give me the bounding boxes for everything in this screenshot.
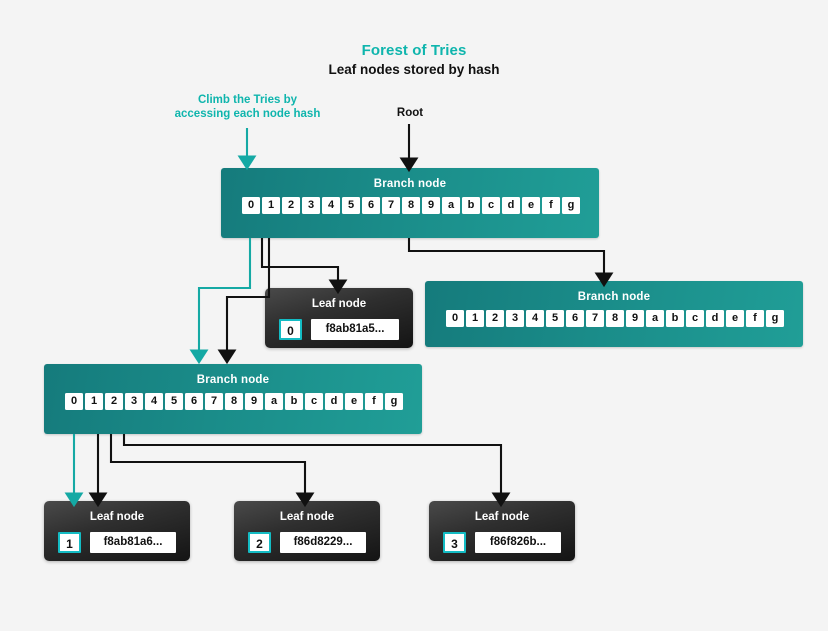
branch-cell[interactable]: b [666,310,684,327]
annotation-root-line1: Root [396,107,424,119]
leaf-node-top-index[interactable]: 0 [279,319,302,340]
branch-cell[interactable]: g [562,197,580,214]
branch-node-left-cells: 0 1 2 3 4 5 6 7 8 9 a b c d e f g [44,393,422,410]
wire-root0-to-left-branch [189,238,252,365]
branch-cell[interactable]: 7 [382,197,400,214]
branch-cell[interactable]: 9 [626,310,644,327]
leaf-node-1[interactable]: Leaf node 1 f8ab81a6... [44,501,190,561]
branch-node-root-cells: 0 1 2 3 4 5 6 7 8 9 a b c d e f g [221,197,599,214]
leaf-node-top-label: Leaf node [311,298,367,310]
branch-cell[interactable]: c [686,310,704,327]
branch-cell[interactable]: 4 [145,393,163,410]
leaf-node-2-hash[interactable]: f86d8229... [280,532,366,553]
branch-node-right-cells: 0 1 2 3 4 5 6 7 8 9 a b c d e f g [425,310,803,327]
leaf-node-2-index[interactable]: 2 [248,532,271,553]
leaf-node-top-hash[interactable]: f8ab81a5... [311,319,399,340]
wire-root1-to-left-branch [217,238,271,365]
branch-cell[interactable]: 1 [85,393,103,410]
branch-node-left-label: Branch node [196,374,270,386]
page-subtitle: Leaf nodes stored by hash [328,62,500,77]
branch-cell[interactable]: e [345,393,363,410]
leaf-node-top[interactable]: Leaf node 0 f8ab81a5... [265,288,413,348]
branch-cell[interactable]: g [766,310,784,327]
branch-cell[interactable]: e [522,197,540,214]
branch-cell[interactable]: a [442,197,460,214]
branch-cell[interactable]: 6 [185,393,203,410]
branch-node-root[interactable]: Branch node 0 1 2 3 4 5 6 7 8 9 a b c d … [221,168,599,238]
branch-cell[interactable]: 0 [242,197,260,214]
branch-cell[interactable]: d [502,197,520,214]
branch-cell[interactable]: c [482,197,500,214]
branch-cell[interactable]: a [646,310,664,327]
branch-cell[interactable]: g [385,393,403,410]
branch-cell[interactable]: 1 [466,310,484,327]
leaf-node-1-index[interactable]: 1 [58,532,81,553]
branch-cell[interactable]: 2 [282,197,300,214]
annotation-climb-line1: Climb the Tries by [197,94,298,106]
branch-cell[interactable]: c [305,393,323,410]
branch-cell[interactable]: 4 [526,310,544,327]
branch-cell[interactable]: 5 [546,310,564,327]
branch-cell[interactable]: 3 [302,197,320,214]
branch-node-root-label: Branch node [373,178,447,190]
branch-node-left[interactable]: Branch node 0 1 2 3 4 5 6 7 8 9 a b c d … [44,364,422,434]
branch-cell[interactable]: e [726,310,744,327]
leaf-node-1-hash[interactable]: f8ab81a6... [90,532,176,553]
branch-cell[interactable]: 6 [566,310,584,327]
leaf-node-3-index[interactable]: 3 [443,532,466,553]
leaf-node-1-row: 1 f8ab81a6... [44,532,190,553]
branch-cell[interactable]: 3 [125,393,143,410]
branch-cell[interactable]: 2 [105,393,123,410]
branch-cell[interactable]: 4 [322,197,340,214]
branch-cell[interactable]: d [706,310,724,327]
branch-cell[interactable]: 9 [245,393,263,410]
branch-cell[interactable]: 6 [362,197,380,214]
branch-cell[interactable]: f [365,393,383,410]
wire-root8-to-right-branch [407,238,614,288]
branch-cell[interactable]: 8 [606,310,624,327]
branch-cell[interactable]: f [746,310,764,327]
branch-cell[interactable]: 8 [225,393,243,410]
annotation-root: Root [370,106,450,120]
annotation-climb: Climb the Tries by accessing each node h… [140,93,355,121]
leaf-node-2[interactable]: Leaf node 2 f86d8229... [234,501,380,561]
branch-cell[interactable]: 0 [446,310,464,327]
branch-cell[interactable]: 0 [65,393,83,410]
branch-cell[interactable]: 7 [586,310,604,327]
wire-root2-to-leaf-top [260,238,348,295]
leaf-node-3-row: 3 f86f826b... [429,532,575,553]
wire-left3-to-leaf3 [122,434,511,508]
branch-cell[interactable]: 3 [506,310,524,327]
leaf-node-2-label: Leaf node [279,511,335,523]
branch-cell[interactable]: d [325,393,343,410]
branch-cell[interactable]: 8 [402,197,420,214]
leaf-node-3[interactable]: Leaf node 3 f86f826b... [429,501,575,561]
branch-cell[interactable]: f [542,197,560,214]
branch-cell[interactable]: b [285,393,303,410]
annotation-climb-line2: accessing each node hash [174,108,321,120]
branch-cell[interactable]: 1 [262,197,280,214]
branch-cell[interactable]: 9 [422,197,440,214]
branch-node-right-label: Branch node [577,291,651,303]
page-title: Forest of Tries [361,42,467,59]
branch-cell[interactable]: 5 [165,393,183,410]
branch-cell[interactable]: 7 [205,393,223,410]
leaf-node-3-label: Leaf node [474,511,530,523]
leaf-node-2-row: 2 f86d8229... [234,532,380,553]
leaf-node-3-hash[interactable]: f86f826b... [475,532,561,553]
wire-left2-to-leaf2 [109,434,315,508]
branch-cell[interactable]: b [462,197,480,214]
leaf-node-top-row: 0 f8ab81a5... [265,319,413,340]
branch-node-right[interactable]: Branch node 0 1 2 3 4 5 6 7 8 9 a b c d … [425,281,803,347]
branch-cell[interactable]: 2 [486,310,504,327]
leaf-node-1-label: Leaf node [89,511,145,523]
branch-cell[interactable]: 5 [342,197,360,214]
branch-cell[interactable]: a [265,393,283,410]
